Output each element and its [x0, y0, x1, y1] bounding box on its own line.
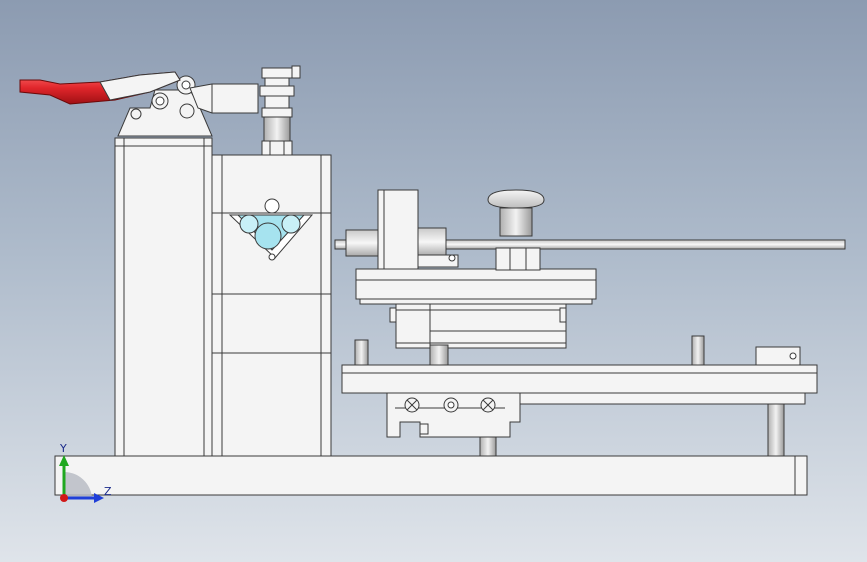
quick-release-knob[interactable]	[487, 189, 545, 271]
axis-triad-icon: Y Z	[59, 442, 112, 503]
v-block-stack[interactable]	[211, 154, 332, 457]
base-plate[interactable]	[54, 455, 808, 496]
lower-bracket[interactable]	[386, 392, 521, 438]
axis-y-label: Y	[59, 442, 67, 455]
locating-pins	[354, 335, 785, 457]
slide-block[interactable]	[355, 189, 597, 349]
toggle-clamp[interactable]	[19, 65, 301, 156]
left-support-column[interactable]	[114, 137, 213, 457]
middle-plate[interactable]	[341, 346, 818, 405]
axis-z-label: Z	[104, 485, 112, 498]
